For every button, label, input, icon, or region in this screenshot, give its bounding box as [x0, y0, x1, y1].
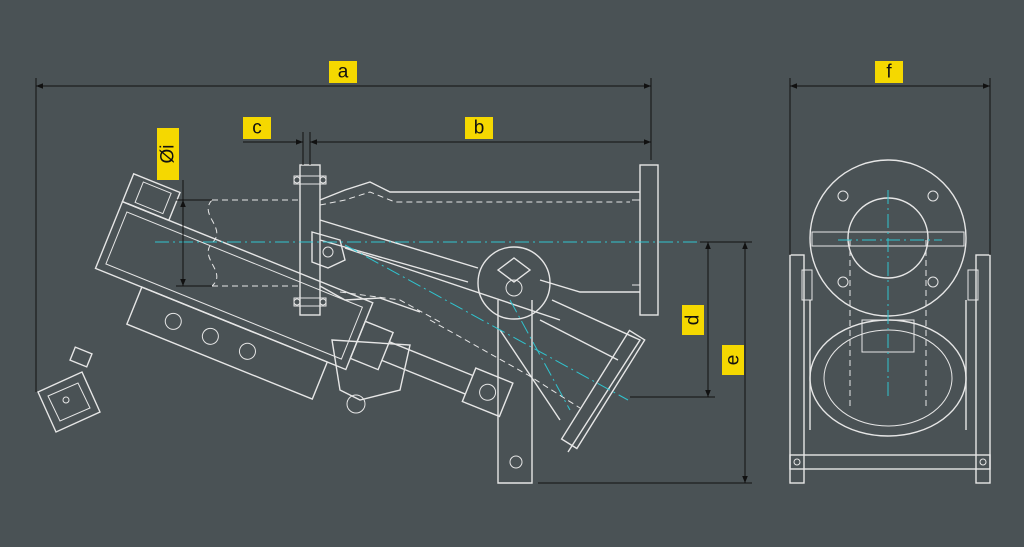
svg-text:c: c — [252, 118, 262, 139]
end-view — [789, 159, 991, 484]
side-view — [37, 164, 710, 484]
outlet-flange — [639, 164, 659, 316]
actuator — [94, 172, 514, 418]
inlet-flange — [299, 164, 321, 316]
svg-text:e: e — [723, 355, 744, 366]
angled-flange — [560, 329, 646, 450]
svg-text:a: a — [338, 62, 349, 83]
dimension-label-f: f — [875, 61, 903, 83]
svg-text:Øi: Øi — [158, 145, 179, 164]
dimension-label-i: Øi — [157, 128, 179, 180]
svg-text:f: f — [886, 62, 892, 83]
pivot-housing — [477, 246, 551, 320]
svg-text:d: d — [683, 315, 704, 326]
dimension-label-b: b — [465, 117, 493, 139]
solenoid-connector — [37, 346, 101, 433]
dimension-label-d: d — [682, 305, 704, 335]
dimension-lines — [35, 78, 991, 484]
dimension-label-a: a — [329, 61, 357, 83]
dimension-label-e: e — [722, 345, 744, 375]
dimension-label-c: c — [243, 117, 271, 139]
svg-text:b: b — [474, 118, 485, 139]
